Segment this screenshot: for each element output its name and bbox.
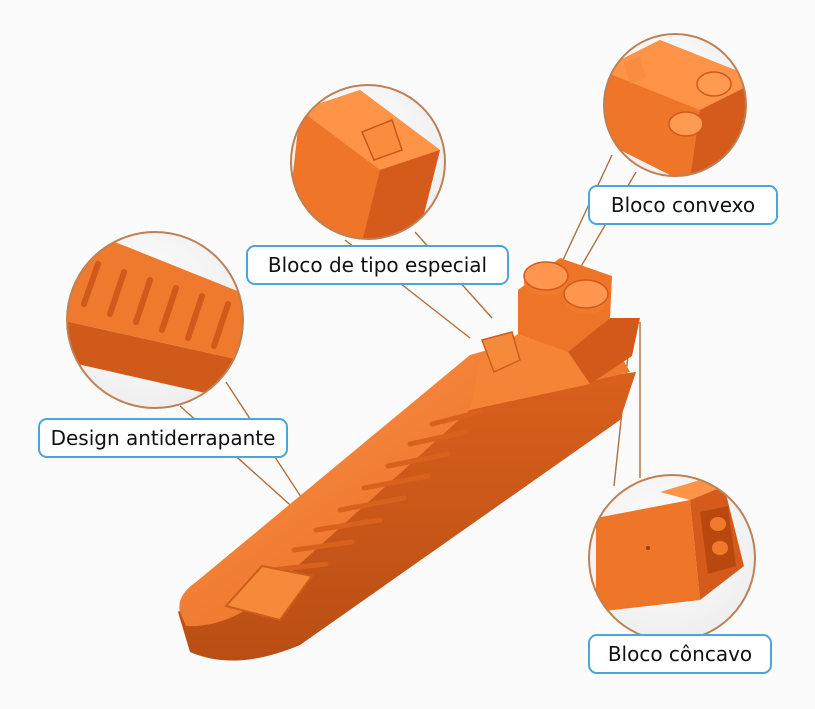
label-convex-block: Bloco convexo bbox=[588, 185, 778, 225]
detail-circle-non-slip bbox=[66, 231, 244, 409]
detail-circle-convex-block bbox=[603, 33, 747, 177]
label-special-block: Bloco de tipo especial bbox=[246, 245, 509, 285]
detail-circle-concave-block bbox=[588, 474, 756, 642]
detail-circle-special-block bbox=[290, 84, 446, 240]
convex-studs bbox=[523, 261, 609, 314]
label-concave-block: Bloco côncavo bbox=[588, 634, 772, 674]
label-non-slip: Design antiderrapante bbox=[38, 418, 288, 458]
brick-separator-tool bbox=[178, 258, 640, 661]
